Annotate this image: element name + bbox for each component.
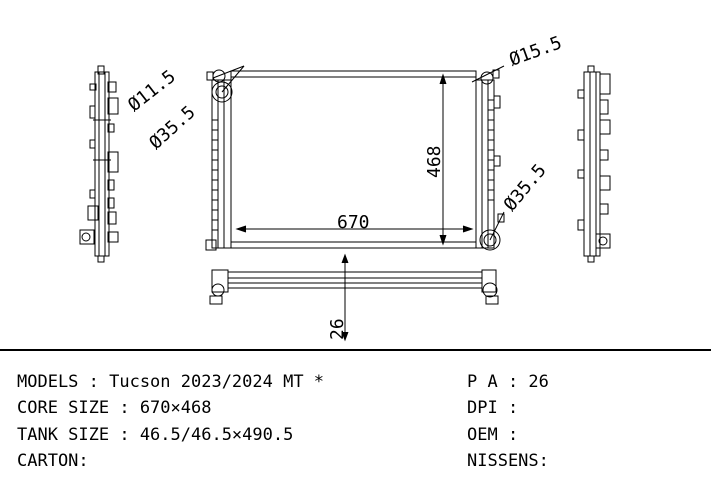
right-tank-ribs	[488, 99, 494, 201]
carton-line: CARTON:	[17, 451, 89, 471]
dim-label-d15-5: Ø15.5	[507, 32, 565, 70]
dpi-line: DPI :	[467, 398, 519, 418]
pa-line: P A : 26	[467, 372, 549, 392]
nissens-line: NISSENS:	[467, 451, 549, 471]
dim-label-d35-5-right: Ø35.5	[500, 160, 551, 215]
left-side-view	[79, 65, 119, 263]
dim-label-d11-5: Ø11.5	[124, 66, 180, 116]
oem-line: OEM :	[467, 425, 519, 445]
section-divider	[0, 349, 711, 351]
left-tank-ribs	[212, 119, 218, 231]
front-view	[205, 65, 505, 251]
dim-label-height-468: 468	[424, 145, 445, 178]
models-line: MODELS : Tucson 2023/2024 MT *	[17, 372, 325, 392]
tank-size-line: TANK SIZE : 46.5/46.5×490.5	[17, 425, 294, 445]
dim-label-thickness-26: 26	[327, 318, 348, 340]
dim-label-d35-5-left: Ø35.5	[145, 102, 199, 154]
dim-label-width-670: 670	[337, 212, 370, 233]
radiator-technical-drawing: Ø11.5 Ø35.5 Ø15.5 Ø35.5 468 670 26	[79, 32, 611, 342]
right-side-view	[577, 65, 611, 263]
core-size-line: CORE SIZE : 670×468	[17, 398, 212, 418]
top-view	[209, 253, 499, 342]
